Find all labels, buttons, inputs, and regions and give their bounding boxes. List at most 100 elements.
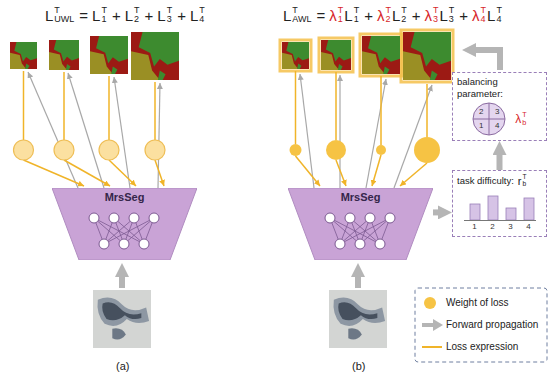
math-subscript: 2 <box>385 15 391 24</box>
math-base: L <box>45 7 53 24</box>
math-subscript: 2 <box>401 15 407 24</box>
task-difficulty-box: task difficulty: rTb 1234 <box>452 170 547 237</box>
math-indices: T2 <box>385 6 391 25</box>
bar-chart: 1234 <box>462 191 538 233</box>
bar-number: 2 <box>488 222 498 232</box>
math-base: λ <box>329 7 337 24</box>
legend-line <box>420 341 444 353</box>
math-term: λT1 <box>329 6 343 25</box>
math-subscript: 3 <box>433 15 439 24</box>
legend-text: Weight of loss <box>446 297 509 309</box>
math-operator: + <box>112 7 121 24</box>
pie-chart: 1234 <box>471 101 507 137</box>
network-name: MrsSeg <box>52 188 197 204</box>
math-operator: + <box>459 7 468 24</box>
legend-text: Forward propagation <box>446 319 538 331</box>
math-indices: T2 <box>134 6 140 25</box>
math-subscript: 2 <box>134 15 140 24</box>
math-indices: T4 <box>199 6 205 25</box>
legend-row: Weight of loss <box>420 292 545 314</box>
math-superscript: T <box>292 6 311 15</box>
network-name: MrsSeg <box>288 188 433 204</box>
math-subscript: 1 <box>338 15 344 24</box>
math-operator: = <box>79 7 88 24</box>
loss-weight-circles <box>14 137 441 163</box>
math-base: λ <box>377 7 385 24</box>
math-term: LT1 <box>92 6 107 25</box>
math-indices: T1 <box>338 6 344 25</box>
math-term: LTUWL <box>45 6 74 25</box>
pie-number: 2 <box>477 107 485 117</box>
pie-number: 4 <box>493 121 501 131</box>
math-subscript: 4 <box>481 15 487 24</box>
forward-lines <box>28 72 432 188</box>
math-subscript: 3 <box>449 15 455 24</box>
math-operator: + <box>145 7 154 24</box>
math-superscript: T <box>101 6 107 15</box>
math-base: L <box>283 7 291 24</box>
box-heading: task difficulty: <box>457 175 514 187</box>
math-subscript: 1 <box>101 15 107 24</box>
math-subscript: 4 <box>199 15 205 24</box>
math-base: L <box>487 7 495 24</box>
math-indices: TUWL <box>54 6 74 25</box>
math-subscript: 1 <box>354 15 360 24</box>
math-superscript: T <box>523 174 527 181</box>
math-term: LT2 <box>392 6 407 25</box>
math-subscript: b <box>523 181 527 188</box>
network-trapezoid: MrsSeg <box>52 188 197 260</box>
math-superscript: T <box>338 6 344 15</box>
math-superscript: T <box>167 6 173 15</box>
bar-number: 4 <box>524 222 534 232</box>
math-term: λT3 <box>425 6 439 25</box>
math-base: L <box>440 7 448 24</box>
math-superscript: T <box>449 6 455 15</box>
math-operator: = <box>317 7 326 24</box>
math-indices: Tb <box>523 174 527 188</box>
legend-arrow <box>420 319 444 331</box>
math-term: LT3 <box>157 6 172 25</box>
propagation-arrow <box>433 209 438 215</box>
pie-number: 3 <box>493 107 501 117</box>
math-base: L <box>125 7 133 24</box>
math-superscript: T <box>401 6 407 15</box>
loss-formula: LTAWL=λT1LT1+λT2LT2+λT3LT3+λT4LT4 <box>283 6 503 25</box>
math-indices: Tb <box>522 111 526 126</box>
math-superscript: T <box>354 6 360 15</box>
math-superscript: T <box>522 111 526 119</box>
box-heading: balancing parameter: <box>457 76 542 99</box>
propagation-arrows <box>122 50 500 288</box>
bar-number: 3 <box>506 222 516 232</box>
legend: Weight of lossForward propagationLoss ex… <box>420 292 545 358</box>
panel-label: (b) <box>352 360 365 373</box>
math-superscript: T <box>496 6 502 15</box>
math-term: LT4 <box>487 6 502 25</box>
math-subscript: UWL <box>54 15 74 24</box>
math-subscript: 3 <box>167 15 173 24</box>
math-term: λT2 <box>377 6 391 25</box>
loss-lines <box>24 71 428 186</box>
math-base: r <box>518 175 522 187</box>
math-term: λT4 <box>472 6 486 25</box>
math-operator: + <box>412 7 421 24</box>
math-term: LT3 <box>440 6 455 25</box>
input-photos <box>93 290 387 348</box>
math-term: LTAWL <box>283 6 312 25</box>
math-indices: T3 <box>167 6 173 25</box>
math-base: λ <box>472 7 480 24</box>
legend-row: Loss expression <box>420 336 545 358</box>
math-superscript: T <box>481 6 487 15</box>
legend-swatch <box>424 297 436 309</box>
math-superscript: T <box>134 6 140 15</box>
math-indices: T1 <box>101 6 107 25</box>
math-base: L <box>190 7 198 24</box>
legend-text: Loss expression <box>446 341 518 353</box>
network-trapezoid: MrsSeg <box>288 188 433 260</box>
math-subscript: b <box>522 119 526 127</box>
math-indices: T3 <box>433 6 439 25</box>
math-superscript: T <box>54 6 74 15</box>
math-term: LT1 <box>344 6 359 25</box>
math-indices: T2 <box>401 6 407 25</box>
panel-label: (a) <box>116 360 129 373</box>
